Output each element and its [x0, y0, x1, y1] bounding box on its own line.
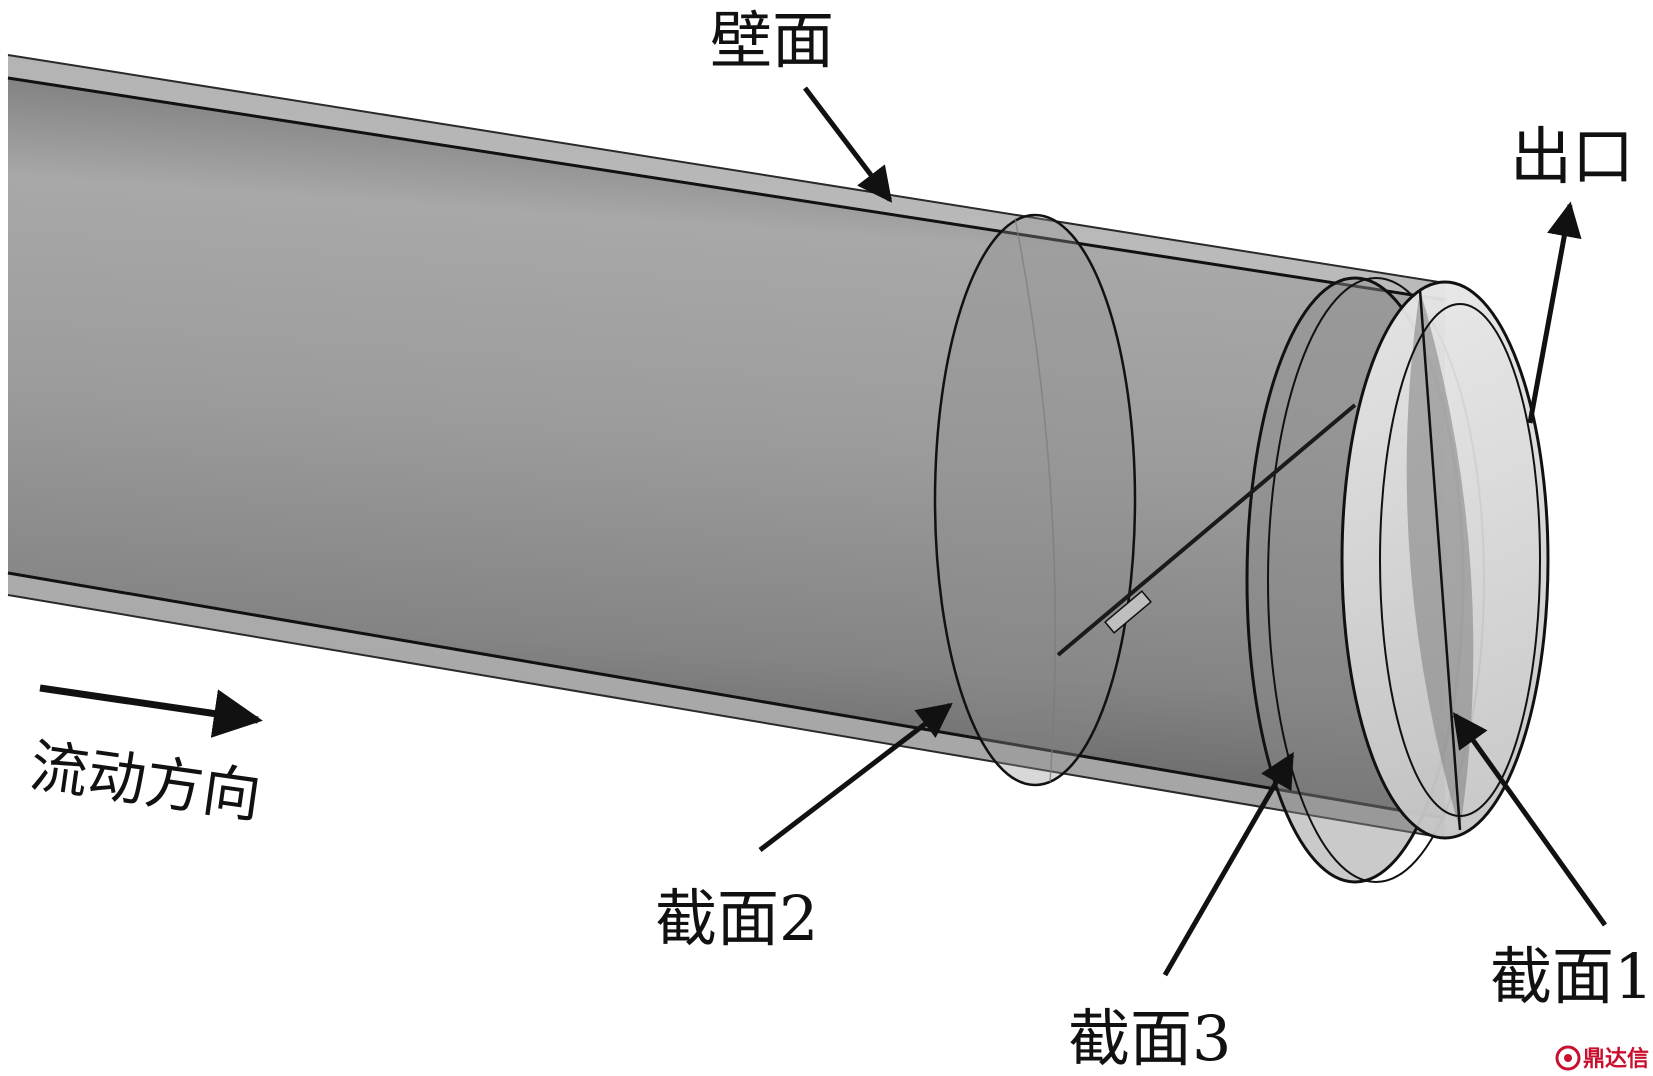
outlet-arrow	[1527, 201, 1582, 424]
flow-direction-arrow	[39, 684, 263, 738]
label-flow-direction: 流动方向	[26, 732, 265, 832]
leader-arrows	[39, 86, 1608, 977]
watermark-text: 鼎达信	[1583, 1046, 1649, 1072]
watermark-logo: 鼎达信	[1555, 1045, 1649, 1072]
label-section2: 截面2	[655, 882, 818, 955]
label-section3: 截面3	[1068, 1002, 1231, 1075]
section2-plane	[933, 213, 1137, 787]
label-section1: 截面1	[1490, 940, 1653, 1013]
section3-arrow	[1162, 751, 1295, 977]
section2-arrow	[758, 702, 953, 852]
label-outlet: 出口	[1510, 120, 1634, 193]
watermark-logo-icon	[1555, 1045, 1581, 1071]
label-wall: 壁面	[710, 4, 834, 77]
pipe-body	[7, 54, 1446, 839]
wall-arrow	[803, 86, 893, 203]
section1-arrow	[1452, 712, 1608, 927]
internal-probe	[1056, 403, 1357, 657]
